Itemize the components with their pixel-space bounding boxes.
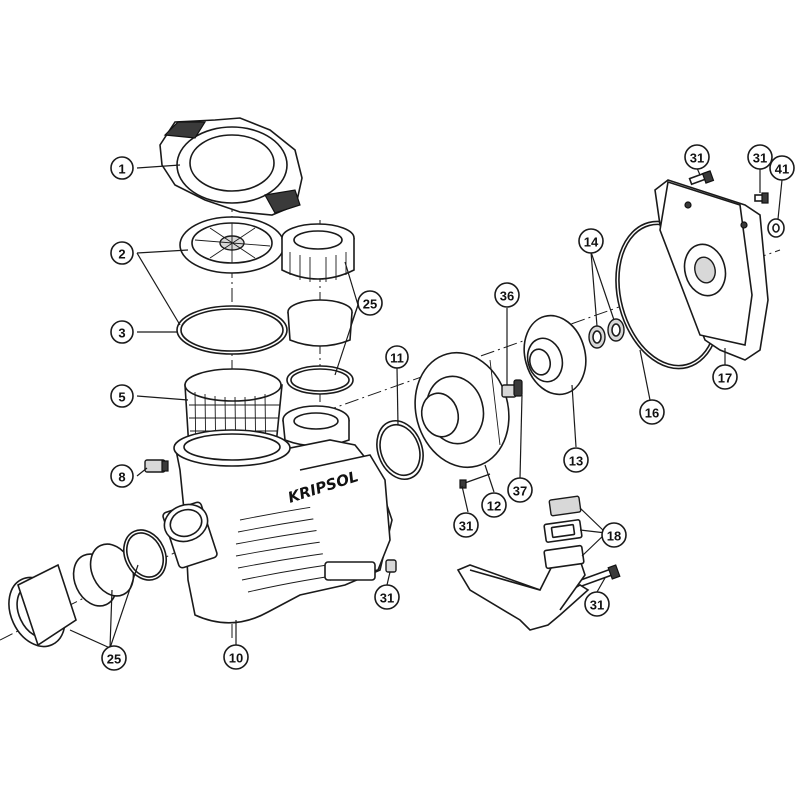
callout-13: 13 <box>563 447 589 473</box>
svg-text:41: 41 <box>775 162 789 177</box>
svg-text:11: 11 <box>390 351 404 366</box>
svg-text:10: 10 <box>229 651 243 666</box>
diffuser-part <box>179 216 285 274</box>
outlet-union-parts <box>281 223 355 447</box>
callout-31-body: 31 <box>374 584 400 610</box>
callout-31-diffuser: 31 <box>453 512 479 538</box>
callout-25-bottom: 25 <box>101 645 127 671</box>
svg-text:13: 13 <box>569 454 583 469</box>
callout-16: 16 <box>639 399 665 425</box>
callout-31-stand: 31 <box>584 591 610 617</box>
bearing-parts <box>588 318 625 349</box>
leader-lines <box>69 164 783 649</box>
motor-flange-part <box>654 179 769 361</box>
svg-text:17: 17 <box>718 371 732 386</box>
svg-text:31: 31 <box>459 519 473 534</box>
svg-text:3: 3 <box>118 326 125 341</box>
callouts: 1 2 3 5 8 25 25 10 11 36 12 37 31 13 14 … <box>101 144 795 671</box>
svg-text:31: 31 <box>590 598 604 613</box>
diffuser-plate-part <box>414 351 510 469</box>
callout-1: 1 <box>110 156 134 180</box>
callout-31-flange-right: 31 <box>747 144 773 170</box>
svg-text:31: 31 <box>380 591 394 606</box>
seal-oring-inner <box>379 423 421 477</box>
callout-2: 2 <box>110 241 134 265</box>
callout-11: 11 <box>385 345 409 369</box>
callout-3: 3 <box>110 320 134 344</box>
lid-part <box>159 117 303 216</box>
svg-text:16: 16 <box>645 406 659 421</box>
callout-36: 36 <box>494 282 520 308</box>
callout-41: 41 <box>769 155 795 181</box>
svg-text:18: 18 <box>607 529 621 544</box>
svg-text:1: 1 <box>118 162 125 177</box>
svg-text:31: 31 <box>690 151 704 166</box>
callout-25-top: 25 <box>357 290 383 316</box>
drain-plug-part <box>144 459 169 473</box>
svg-text:5: 5 <box>118 390 125 405</box>
svg-text:12: 12 <box>487 499 501 514</box>
svg-text:14: 14 <box>584 235 599 250</box>
callout-12: 12 <box>481 492 507 518</box>
svg-text:37: 37 <box>513 484 527 499</box>
svg-text:31: 31 <box>753 151 767 166</box>
lid-oring-inner <box>180 308 284 352</box>
callout-17: 17 <box>712 364 738 390</box>
callout-14: 14 <box>578 228 604 254</box>
callout-18: 18 <box>601 522 627 548</box>
bolt-parts <box>385 170 785 589</box>
callout-5: 5 <box>110 384 134 408</box>
svg-text:25: 25 <box>363 297 377 312</box>
svg-text:25: 25 <box>107 652 121 667</box>
shaft-seal-part <box>501 379 523 398</box>
inlet-union-parts <box>8 529 167 648</box>
impeller-part <box>523 314 587 396</box>
callout-31-flange-left: 31 <box>684 144 710 170</box>
svg-text:8: 8 <box>118 470 125 485</box>
svg-text:36: 36 <box>500 289 514 304</box>
foot-stand-part <box>456 495 590 631</box>
pump-body-part: KRIPSOL <box>162 429 393 624</box>
svg-text:2: 2 <box>118 247 125 262</box>
callout-8: 8 <box>110 464 134 488</box>
callout-37: 37 <box>507 477 533 503</box>
callout-10: 10 <box>223 644 249 670</box>
motor-axis-line <box>299 249 781 421</box>
